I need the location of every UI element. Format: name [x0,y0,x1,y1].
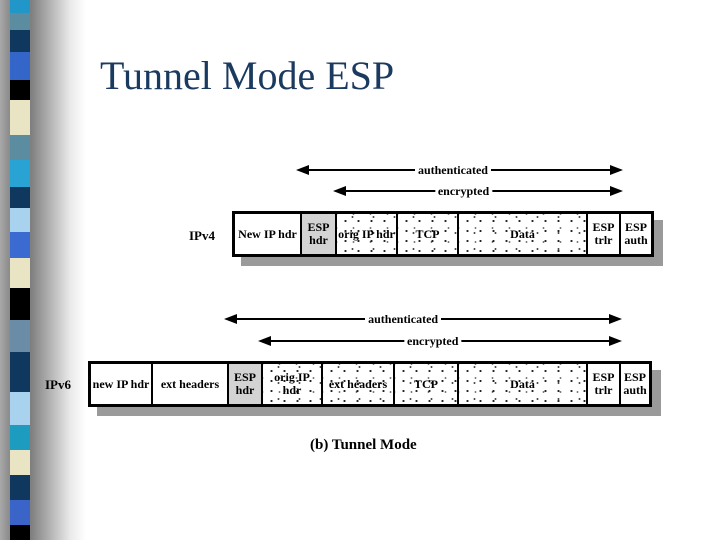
tie-block [10,52,30,80]
ipv6-packet-row: new IP hdr ext headers ESP hdr orig IP h… [88,361,652,407]
ipv4-encrypted-arrow: encrypted [333,185,623,197]
tie-block [10,392,30,425]
packet-cell-ext-headers: ext headers [151,364,227,404]
tie-block [10,100,30,135]
arrowhead-right-icon [610,165,623,175]
ipv4-packet-row: New IP hdr ESP hdr orig IP hdr TCP Data … [232,211,654,257]
tie-block [10,13,30,30]
tie-block [10,232,30,258]
arrow-label: authenticated [414,164,491,176]
packet-cell-esp-hdr: ESP hdr [300,214,335,254]
packet-cell-data: Data [457,364,586,404]
packet-cell-esp-trlr: ESP trlr [586,364,619,404]
tie-block [10,135,30,160]
tie-block [10,80,30,100]
ipv4-authenticated-arrow: authenticated [296,164,623,176]
tie-block [10,258,30,288]
tie-block [10,160,30,187]
ipv6-authenticated-arrow: authenticated [224,313,622,325]
tie-block [10,352,30,392]
arrow-label: encrypted [404,335,462,347]
arrowhead-left-icon [296,165,309,175]
page-title: Tunnel Mode ESP [100,53,395,98]
packet-cell-orig-ip-hdr: orig IP hdr [261,364,321,404]
packet-cell-new-ip-hdr: New IP hdr [238,226,297,241]
packet-cell-esp-trlr: ESP trlr [586,214,619,254]
arrow-label: encrypted [434,185,493,197]
tie-stripe [10,0,30,540]
left-decorative-band [0,0,88,540]
tie-block [10,288,30,320]
arrow-label: authenticated [365,313,442,325]
packet-cell-ext-headers: ext headers [321,364,393,404]
tie-block [10,187,30,208]
tie-block [10,475,30,500]
packet-cell-esp-auth: ESP auth [619,364,649,404]
figure-caption: (b) Tunnel Mode [310,437,417,453]
tie-block [10,525,30,540]
packet-cell-orig-ip-hdr: orig IP hdr [335,214,396,254]
packet-cell-new-ip-hdr: new IP hdr [92,376,150,391]
arrowhead-left-icon [224,314,237,324]
tie-block [10,500,30,525]
tie-block [10,320,30,352]
packet-cell-tcp: TCP [396,214,457,254]
tie-block [10,450,30,475]
ipv6-encrypted-arrow: encrypted [258,335,622,347]
arrowhead-left-icon [333,186,346,196]
arrowhead-right-icon [610,186,623,196]
tie-block [10,425,30,450]
packet-cell-tcp: TCP [393,364,457,404]
arrowhead-right-icon [609,314,622,324]
arrowhead-right-icon [609,336,622,346]
packet-cell-data: Data [457,214,586,254]
tie-block [10,0,30,13]
packet-cell-esp-hdr: ESP hdr [227,364,261,404]
ipv6-row-label: IPv6 [45,377,71,392]
tie-block [10,208,30,232]
tie-block [10,30,30,52]
packet-cell-esp-auth: ESP auth [619,214,651,254]
ipv4-row-label: IPv4 [189,228,215,243]
arrowhead-left-icon [258,336,271,346]
